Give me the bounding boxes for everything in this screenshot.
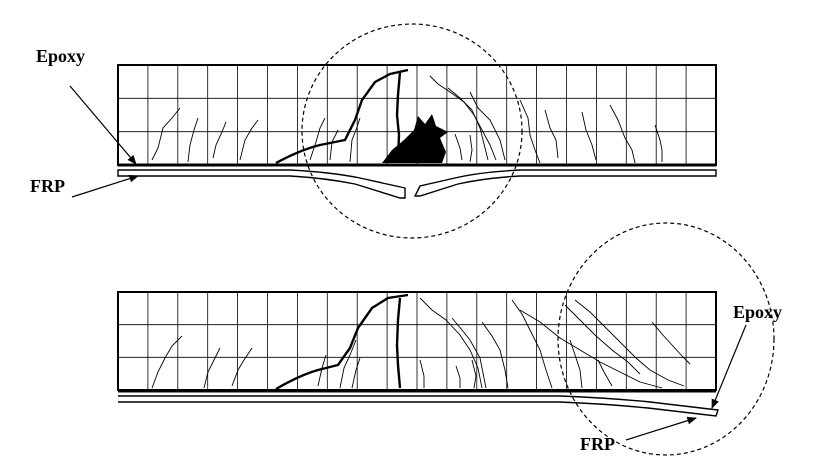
top-epoxy-label: Epoxy [36,46,85,66]
bottom-frp-plate [118,395,719,417]
bottom-failure-circle [557,222,775,456]
bottom-major-cracks [275,293,409,391]
bottom-epoxy-label: Epoxy [733,302,782,322]
top-frp-label: FRP [30,176,65,196]
top-frp-plate [117,169,717,199]
top-crushing-zone [382,114,448,163]
top-major-cracks [275,68,409,165]
bottom-frp-label: FRP [580,434,615,454]
top-frp-arrow [71,174,139,198]
bottom-beam [117,222,775,456]
top-epoxy-arrow [69,85,137,165]
top-failure-circle [301,23,523,239]
top-beam [117,23,717,239]
bottom-minor-cracks [151,297,691,389]
bottom-beam-grid [118,292,716,390]
top-minor-cracks [151,75,663,164]
bottom-epoxy-arrow [711,324,747,409]
bottom-frp-arrow [625,416,697,441]
